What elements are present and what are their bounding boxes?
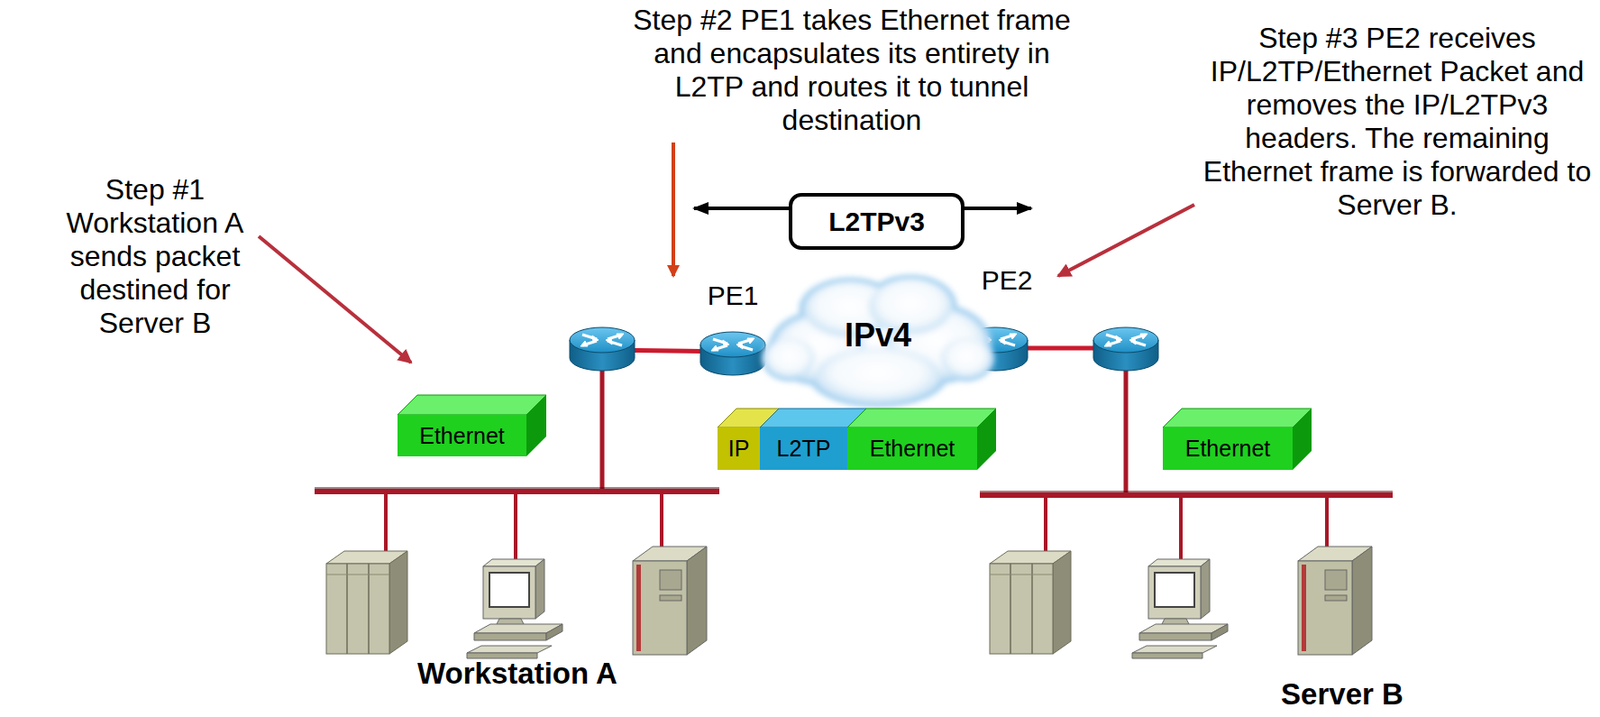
tunnel-box: L2TPv3 <box>788 192 965 250</box>
network-cloud: IPv4 <box>761 268 995 413</box>
router-label: PE1 <box>696 280 769 311</box>
box-label: IPv4 <box>761 308 995 363</box>
frame-box: Ethernet <box>397 394 547 457</box>
frame-box: Ethernet <box>847 408 997 470</box>
box-label: Ethernet <box>1162 427 1293 470</box>
box-label: IP <box>717 427 760 470</box>
frame-box: Ethernet <box>1162 408 1312 470</box>
router-label: PE2 <box>970 265 1043 296</box>
box-label: L2TPv3 <box>788 192 965 250</box>
step-callout: Step #2 PE1 takes Ethernet frame and enc… <box>630 3 1073 138</box>
box-label: Ethernet <box>397 414 527 457</box>
box-label: L2TP <box>759 427 848 470</box>
step-callout: Step #1 Workstation A sends packet desti… <box>54 173 256 340</box>
box-label: Ethernet <box>847 427 978 470</box>
site-label: Workstation A <box>355 656 680 691</box>
site-label: Server B <box>1247 677 1437 711</box>
step-callout: Step #3 PE2 receives IP/L2TP/Ethernet Pa… <box>1200 21 1594 222</box>
